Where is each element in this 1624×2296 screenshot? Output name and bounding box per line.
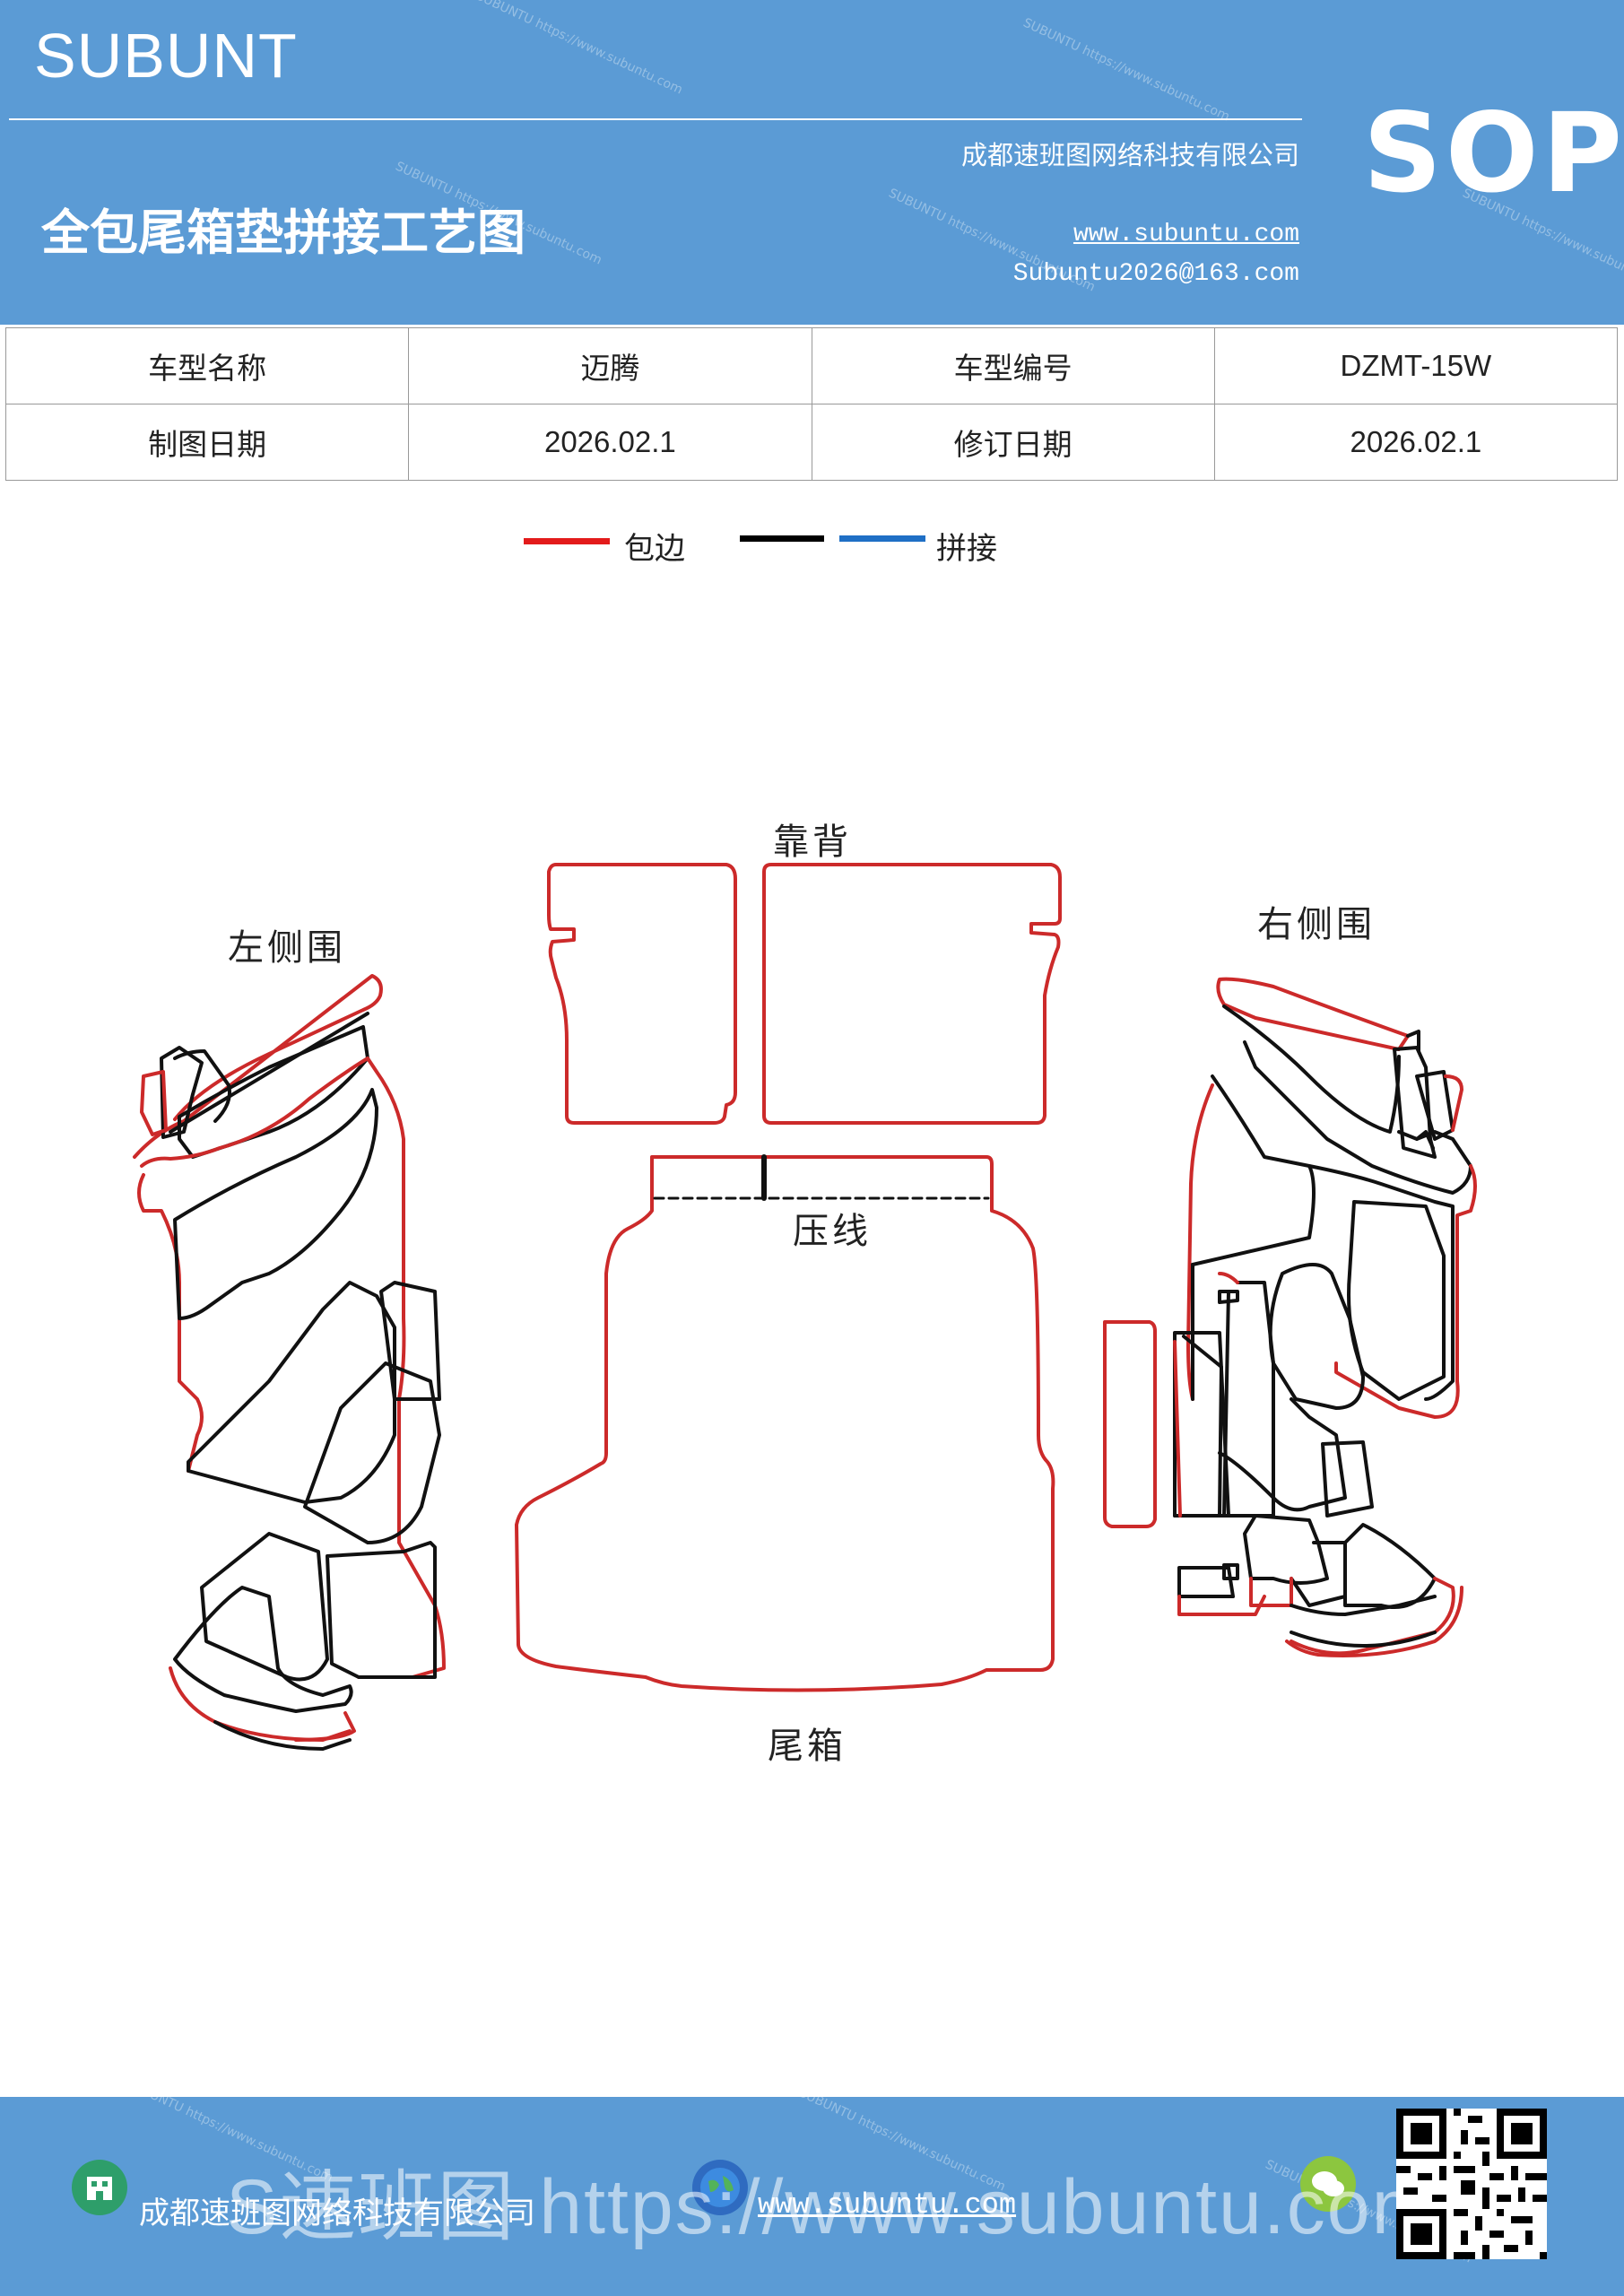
legend-swatch-edge <box>524 538 610 544</box>
label-right-side: 右侧围 <box>1257 904 1376 945</box>
left-top-strip <box>133 974 383 1159</box>
legend-swatch-black <box>740 535 824 542</box>
legend-swatch-seam <box>839 535 925 542</box>
right-tall-strip <box>1102 1320 1157 1528</box>
footer-overlay-text: S速班图 https://www.subuntu.com <box>226 2164 1438 2250</box>
right-small-piece-a <box>1173 1331 1230 1518</box>
backrest-panels <box>547 863 1062 1125</box>
table-cell-label: 车型名称 <box>4 327 410 404</box>
legend-label-edge: 包边 <box>624 531 685 567</box>
left-side-panels <box>133 974 446 1751</box>
building-icon <box>72 2160 127 2215</box>
left-main-edge <box>140 1057 446 1679</box>
label-press-line: 压线 <box>793 1211 872 1252</box>
page-title: 全包尾箱垫拼接工艺图 <box>41 204 525 261</box>
trunk-floor-outline <box>515 1155 1055 1692</box>
left-upper-piece <box>178 1025 369 1159</box>
table-cell-value: 2026.02.1 <box>408 404 812 481</box>
header-divider <box>9 118 1302 120</box>
email-address: Subuntu2026@163.com <box>1012 260 1299 288</box>
globe-icon <box>692 2160 748 2215</box>
label-trunk: 尾箱 <box>768 1726 847 1767</box>
page-footer: SUBUNTU https://www.subuntu.com SUBUNTU … <box>0 2097 1624 2296</box>
wechat-icon <box>1300 2156 1356 2212</box>
left-lower-piece-a <box>173 1088 378 1320</box>
company-name: 成都速班图网络科技有限公司 <box>960 140 1299 170</box>
footer-website-link[interactable]: www.subuntu.com <box>758 2188 1017 2222</box>
footer-company-name: 成都速班图网络科技有限公司 <box>139 2196 535 2231</box>
page-header: SUBUNTU https://www.subuntu.com SUBUNTU … <box>0 0 1624 325</box>
legend-label-seam: 拼接 <box>936 531 997 567</box>
right-main-edge <box>1334 1164 1477 1419</box>
website-link[interactable]: www.subuntu.com <box>1073 221 1299 248</box>
table-cell-value: DZMT-15W <box>1213 327 1619 404</box>
table-cell-value: 2026.02.1 <box>1213 404 1619 481</box>
qr-code <box>1396 2109 1547 2259</box>
table-cell-value: 迈腾 <box>408 327 812 404</box>
brand-name: SUBUNT <box>34 21 298 91</box>
table-row: 车型名称 迈腾 车型编号 DZMT-15W <box>4 327 1619 404</box>
label-backrest: 靠背 <box>773 822 852 863</box>
trunk-floor-panel <box>515 1154 1055 1692</box>
table-cell-label: 修订日期 <box>811 404 1215 481</box>
backrest-right-panel <box>762 863 1062 1125</box>
label-left-side: 左侧围 <box>228 927 346 969</box>
backrest-left-panel <box>547 863 737 1125</box>
table-cell-label: 车型编号 <box>811 327 1215 404</box>
table-cell-label: 制图日期 <box>4 404 410 481</box>
table-row: 制图日期 2026.02.1 修订日期 2026.02.1 <box>4 404 1619 481</box>
vehicle-info-table: 车型名称 迈腾 车型编号 DZMT-15W 制图日期 2026.02.1 修订日… <box>4 327 1619 481</box>
sop-badge: SOP <box>1363 90 1624 217</box>
right-top-strip <box>1216 977 1410 1051</box>
right-side-panels <box>1102 977 1477 1657</box>
